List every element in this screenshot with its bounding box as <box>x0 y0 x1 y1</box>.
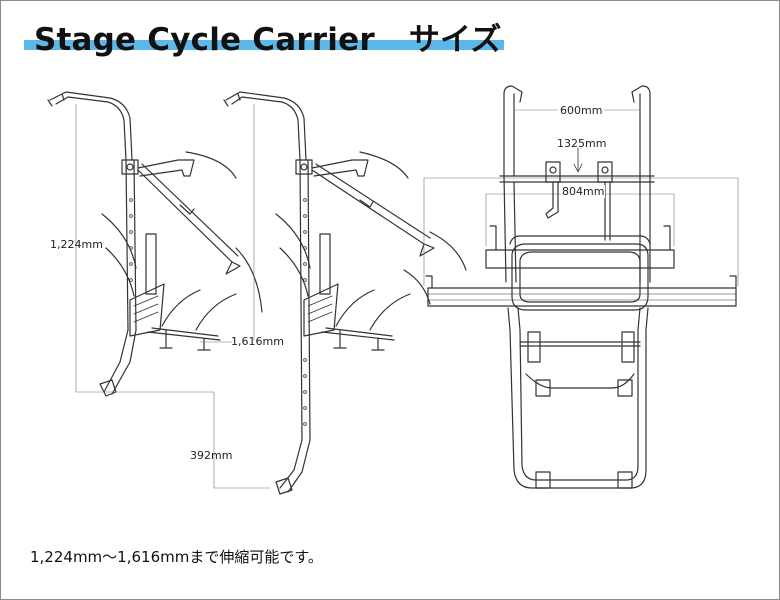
title-underline <box>24 40 504 50</box>
max-height-label: 1,616mm <box>231 335 284 348</box>
side-view-extended <box>223 91 467 495</box>
total-width-label: 1325mm <box>557 137 607 150</box>
arm-spacing-label: 600mm <box>558 104 605 117</box>
side-view-retracted <box>47 91 271 489</box>
min-height-label: 1,224mm <box>50 238 103 251</box>
title-text: Stage Cycle Carrier <box>34 22 375 58</box>
page-title: Stage Cycle Carrier サイズ <box>34 14 502 59</box>
bottom-offset-label: 392mm <box>190 449 233 462</box>
rear-view <box>423 85 739 489</box>
extension-caption: 1,224mm～1,616mmまで伸縮可能です。 <box>30 548 323 566</box>
inner-width-label: 804mm <box>561 185 606 198</box>
title-size-label: サイズ <box>408 22 502 58</box>
